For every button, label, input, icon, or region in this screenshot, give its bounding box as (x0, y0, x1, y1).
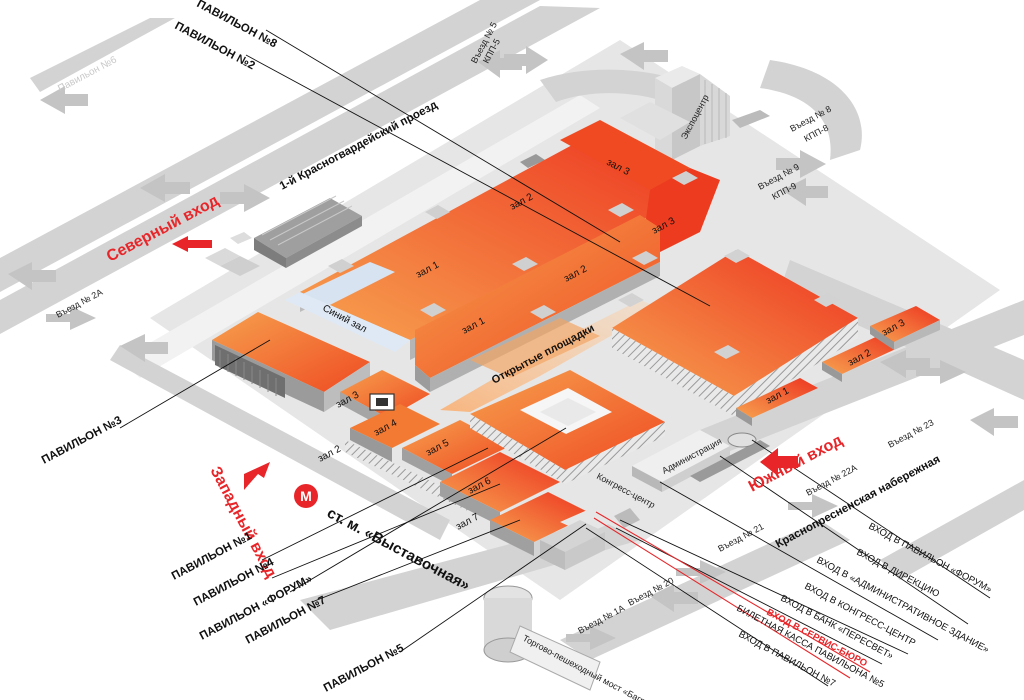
pavilion-5-label: ПАВИЛЬОН №5 (322, 642, 407, 695)
entrance-arrows (172, 236, 798, 490)
pavilion-3-label: ПАВИЛЬОН №3 (40, 414, 124, 466)
metro-m-icon: M (294, 484, 318, 508)
south-entrance-arrow (760, 448, 798, 476)
road-v23: Въезд № 23 (886, 417, 935, 449)
west-entrance-arrow (244, 462, 270, 490)
pavilion-buildings (212, 120, 940, 691)
leader-lines (119, 29, 991, 687)
road-arrows (8, 42, 1018, 650)
svg-text:M: M (300, 488, 312, 504)
grey-buildings (205, 66, 770, 276)
north-entrance-arrow (172, 236, 212, 252)
